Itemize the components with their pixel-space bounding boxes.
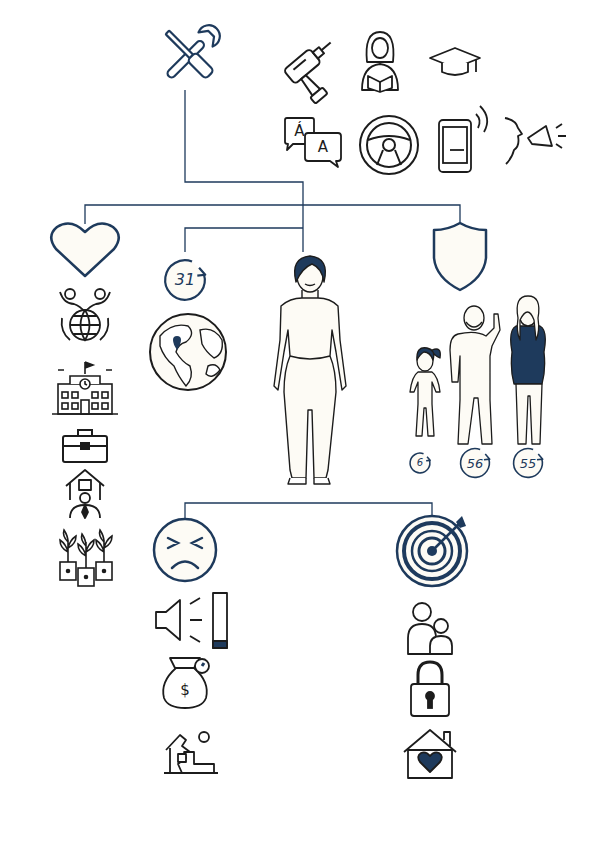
heart-icon [51, 223, 119, 276]
currency-symbol: $ [180, 683, 190, 698]
sad-face-icon [154, 519, 216, 581]
money-bag-icon [163, 658, 209, 708]
father-figure [450, 306, 500, 444]
clock-arrow [197, 268, 205, 276]
drill-icon [283, 36, 354, 106]
steering-wheel-icon [360, 116, 418, 174]
padlock-icon [411, 662, 449, 716]
age-number: 56 [467, 457, 484, 470]
plants-icon [60, 530, 112, 586]
age-clock: 55 [512, 447, 544, 479]
age-clock: 31 [163, 258, 207, 302]
tree-lines [85, 90, 460, 518]
school-icon [52, 362, 118, 414]
translate-icon [285, 118, 341, 167]
clock-ring [410, 453, 430, 473]
community-globe-icon [60, 289, 110, 340]
clock-ring [514, 449, 543, 478]
loving-home-icon [404, 730, 456, 778]
quiet-voice-icon [156, 593, 227, 648]
phone-icon [439, 106, 487, 172]
age-clock: 56 [459, 447, 491, 479]
family-people-icon [408, 603, 452, 654]
age-number: 6 [417, 458, 423, 468]
world-globe-icon [150, 314, 226, 390]
clock-arrow [426, 457, 430, 461]
megaphone-icon [505, 118, 566, 164]
clock-ring [165, 260, 205, 300]
clock-arrow [537, 454, 543, 460]
reader-icon [362, 32, 398, 92]
age-number: 31 [175, 272, 195, 288]
age-number: 55 [520, 457, 537, 470]
mother-figure [511, 296, 546, 444]
broken-house-icon [164, 732, 218, 773]
briefcase-icon [63, 430, 107, 462]
age-clock: 6 [409, 452, 431, 474]
home-worker-icon [66, 470, 104, 518]
translate-letter: A [318, 140, 328, 155]
tools-icon [161, 21, 224, 84]
graduation-cap-icon [430, 48, 480, 75]
clock-ring [461, 449, 490, 478]
shield-icon [434, 223, 486, 290]
clock-arrow [484, 454, 490, 460]
target-icon [397, 516, 467, 586]
translate-letter: Á [294, 124, 304, 139]
child-figure [410, 348, 440, 436]
persona-figure [274, 256, 346, 484]
